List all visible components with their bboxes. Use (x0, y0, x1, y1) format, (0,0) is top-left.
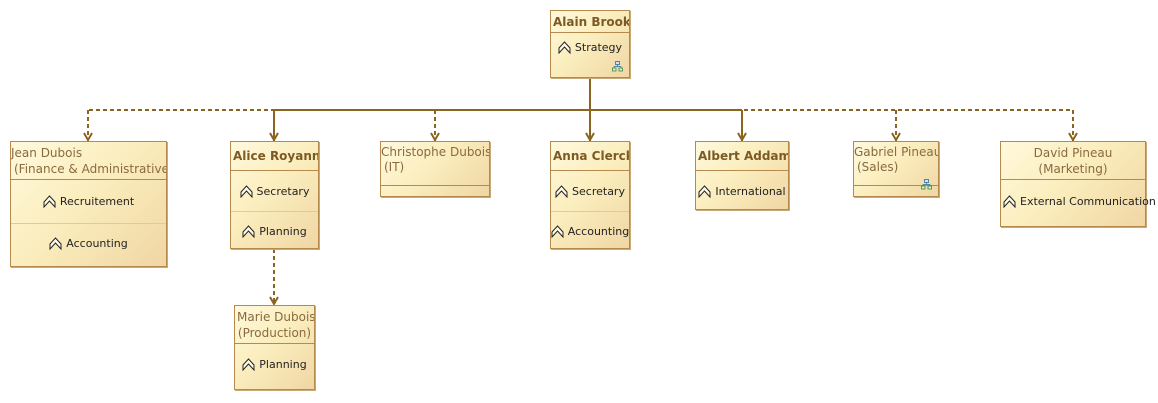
role-item: Planning (231, 211, 318, 251)
role-label: Secretary (572, 184, 625, 198)
edge-alice-marie-arrowhead (269, 296, 279, 307)
edge-alain-gabriel-arrowhead (891, 132, 901, 143)
role-item: External Communication (1001, 180, 1156, 222)
node-anna-clerck[interactable]: Anna Clerck Secretary Accounting (550, 141, 630, 249)
role-item: Secretary (231, 171, 318, 211)
chevron-up-role-icon (698, 184, 711, 198)
role-item: Accounting (551, 211, 629, 251)
node-title: Gabriel Pineau (Sales) (854, 142, 938, 186)
node-albert-addams[interactable]: Albert Addams International (695, 141, 789, 210)
node-name: Jean Dubois (11, 146, 83, 160)
chevron-up-role-icon (242, 357, 255, 371)
chevron-up-role-icon (49, 237, 62, 250)
node-title: Alain Brooks (551, 11, 629, 33)
node-name: Christophe Dubois (381, 145, 489, 159)
node-title: Albert Addams (696, 142, 788, 171)
chevron-up-role-icon (551, 225, 564, 238)
chevron-up-role-icon (1003, 194, 1016, 208)
node-alice-royanne[interactable]: Alice Royanne Secretary Planning (230, 141, 319, 249)
chevron-up-role-icon (43, 195, 56, 208)
node-marie-dubois[interactable]: Marie Dubois (Production) Planning (234, 305, 315, 390)
role-label: Accounting (66, 237, 128, 250)
role-label: External Communication (1020, 194, 1156, 208)
edge-alain-david-arrowhead (1068, 132, 1078, 143)
node-name: Anna Clerck (553, 149, 629, 163)
node-subtitle: (Finance & Administrative) (14, 162, 166, 176)
node-title: Alice Royanne (231, 142, 318, 171)
edge-alain-anna-arrowhead (585, 132, 595, 143)
node-title: Jean Dubois (Finance & Administrative) (11, 142, 166, 180)
node-name: Albert Addams (698, 149, 788, 163)
node-name: Marie Dubois (237, 310, 314, 324)
role-item: Accounting (11, 223, 166, 263)
role-item: International (696, 171, 788, 211)
node-name: Alain Brooks (553, 15, 629, 29)
node-alain-brooks[interactable]: Alain Brooks Strategy (550, 10, 630, 78)
node-subtitle: (Marketing) (1038, 162, 1108, 176)
chevron-up-role-icon (558, 40, 571, 54)
chevron-up-role-icon (242, 225, 255, 238)
role-item: Planning (235, 344, 314, 384)
edge-alain-jean-arrowhead (83, 132, 93, 143)
role-item: Secretary (551, 171, 629, 211)
edge-alain-alice-arrowhead (269, 132, 279, 143)
node-subtitle: (Production) (237, 326, 312, 340)
role-label: Recruitement (59, 195, 135, 208)
org-chart-icon (921, 179, 932, 190)
role-label: Planning (259, 357, 307, 371)
role-item: Strategy (551, 33, 629, 61)
role-label: Secretary (256, 184, 310, 198)
chevron-up-role-icon (240, 184, 253, 198)
role-label: Planning (259, 225, 307, 238)
role-label: International (715, 184, 786, 198)
node-christophe-dubois[interactable]: Christophe Dubois (IT) (380, 141, 490, 197)
node-gabriel-pineau[interactable]: Gabriel Pineau (Sales) (853, 141, 939, 197)
node-david-pineau[interactable]: David Pineau (Marketing) External Commun… (1000, 141, 1156, 227)
node-subtitle: (IT) (384, 160, 405, 174)
org-chart-icon (612, 61, 623, 72)
node-title: Marie Dubois (Production) (235, 306, 314, 344)
node-jean-dubois[interactable]: Jean Dubois (Finance & Administrative) R… (10, 141, 167, 267)
edge-alain-christophe-arrowhead (430, 132, 440, 143)
edge-alain-albert-arrowhead (737, 132, 747, 143)
node-title: Christophe Dubois (IT) (381, 142, 489, 186)
node-title: David Pineau (Marketing) (1001, 142, 1145, 180)
role-item: Recruitement (11, 180, 166, 223)
role-label: Strategy (574, 40, 623, 54)
node-subtitle: (Sales) (857, 160, 899, 174)
chevron-up-role-icon (555, 184, 568, 198)
node-name: Gabriel Pineau (854, 145, 938, 159)
node-name: David Pineau (1033, 146, 1113, 160)
node-title: Anna Clerck (551, 142, 629, 171)
node-name: Alice Royanne (233, 149, 318, 163)
empty-role-compartment (381, 186, 489, 196)
role-label: Accounting (567, 225, 630, 238)
